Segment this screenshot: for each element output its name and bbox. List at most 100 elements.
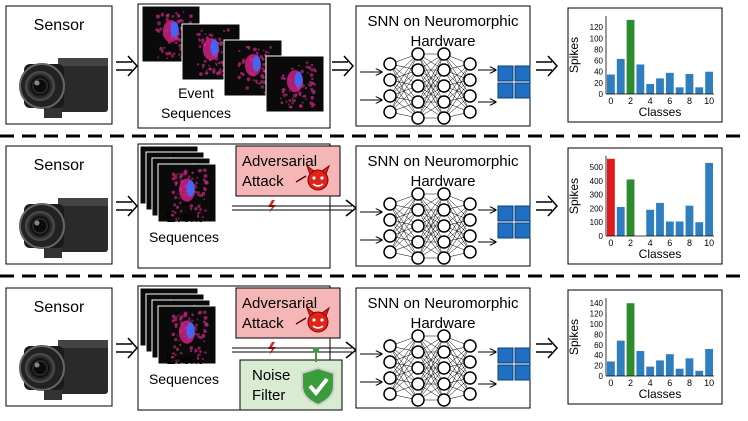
- x-tick-label: 8: [687, 238, 692, 248]
- y-tick-label: 400: [590, 177, 604, 186]
- y-tick-label: 0: [599, 90, 604, 99]
- snn-label-line1: SNN on Neuromorphic: [368, 153, 519, 170]
- chart-bar: [695, 222, 704, 236]
- chart-bar: [616, 58, 625, 94]
- y-tick-label: 20: [594, 362, 603, 371]
- sensor-label: Sensor: [34, 299, 85, 316]
- x-axis-label: Classes: [639, 105, 682, 119]
- chart-bar: [607, 361, 615, 376]
- events-label-line1: Event: [166, 351, 202, 367]
- y-tick-label: 60: [594, 57, 603, 66]
- shield-check-icon: [301, 366, 335, 407]
- chip-icon: [497, 65, 531, 99]
- x-tick-label: 0: [608, 378, 613, 388]
- chart-bar: [675, 368, 684, 376]
- x-tick-label: 0: [608, 96, 613, 106]
- camera-icon: [19, 58, 108, 118]
- chart-bar: [656, 360, 664, 376]
- neural-network-icon: [360, 187, 496, 265]
- y-axis-label: Spikes: [567, 178, 581, 214]
- x-tick-label: 4: [648, 238, 653, 248]
- snn-label-line2: Hardware: [410, 33, 475, 50]
- sensor-label: Sensor: [34, 157, 85, 174]
- chart-bar: [646, 83, 655, 94]
- chart-bar: [636, 351, 645, 376]
- chart-bar: [636, 64, 645, 94]
- devil-icon: [295, 164, 331, 191]
- pipeline-row: SensorEventSequencesAdversarialAttackNoi…: [5, 285, 723, 411]
- event-frame: [157, 305, 217, 365]
- y-tick-label: 300: [590, 191, 604, 200]
- events-label-line1: Event: [178, 85, 214, 101]
- x-tick-label: 4: [648, 378, 653, 388]
- y-tick-label: 500: [590, 163, 604, 172]
- chart-bar: [616, 207, 625, 236]
- attack-label-line1: Adversarial: [242, 153, 317, 170]
- filter-label-line2: Filter: [252, 387, 285, 404]
- y-tick-label: 40: [594, 351, 603, 360]
- chart-bar: [705, 71, 713, 94]
- x-tick-label: 10: [704, 378, 714, 388]
- chart-bar: [607, 158, 615, 236]
- camera-icon: [19, 340, 108, 400]
- camera-icon: [19, 198, 108, 258]
- chart-bar: [675, 87, 684, 94]
- x-tick-label: 8: [687, 378, 692, 388]
- y-axis-label: Spikes: [567, 319, 581, 355]
- y-tick-label: 60: [594, 341, 603, 350]
- chart-bar: [705, 348, 713, 376]
- x-tick-label: 2: [628, 238, 633, 248]
- x-tick-label: 6: [667, 378, 672, 388]
- x-axis-label: Classes: [639, 247, 682, 261]
- y-tick-label: 40: [594, 68, 603, 77]
- chart-bar: [616, 340, 625, 376]
- chart-bar: [665, 354, 674, 376]
- chip-icon: [497, 347, 531, 381]
- snn-label-line1: SNN on Neuromorphic: [368, 295, 519, 312]
- snn-label-line2: Hardware: [410, 315, 475, 332]
- x-tick-label: 6: [667, 96, 672, 106]
- y-tick-label: 100: [590, 218, 604, 227]
- chart-bar: [685, 358, 694, 376]
- chart-bar: [705, 162, 713, 236]
- chart-bar: [646, 209, 655, 236]
- y-tick-label: 0: [599, 232, 604, 241]
- attack-label-line2: Attack: [242, 315, 284, 332]
- chip-icon: [497, 205, 531, 239]
- sensor-label: Sensor: [34, 17, 85, 34]
- events-label-line2: Sequences: [149, 229, 219, 245]
- snn-label-line2: Hardware: [410, 173, 475, 190]
- neural-network-icon: [360, 47, 496, 125]
- x-tick-label: 10: [704, 96, 714, 106]
- chart-bar: [685, 205, 694, 236]
- chart-bar: [685, 73, 694, 94]
- chart-bar: [626, 303, 635, 376]
- devil-icon: [295, 306, 331, 333]
- x-axis-label: Classes: [639, 387, 682, 401]
- y-tick-label: 80: [594, 45, 603, 54]
- row-dividers: [0, 134, 748, 278]
- x-tick-label: 8: [687, 96, 692, 106]
- event-frame: [223, 39, 283, 97]
- event-frame: [265, 55, 325, 113]
- filter-label-line1: Noise: [252, 367, 290, 384]
- y-tick-label: 100: [590, 34, 604, 43]
- chart-bar: [695, 87, 704, 94]
- chart-bar: [656, 202, 664, 236]
- chart-bar: [665, 72, 674, 94]
- snn-label-line1: SNN on Neuromorphic: [368, 13, 519, 30]
- y-tick-label: 200: [590, 204, 604, 213]
- attack-label-line2: Attack: [242, 173, 284, 190]
- y-tick-label: 140: [590, 299, 604, 308]
- y-tick-label: 80: [594, 330, 603, 339]
- events-label-line1: Event: [166, 209, 202, 225]
- events-label-line2: Sequences: [149, 371, 219, 387]
- y-tick-label: 120: [590, 310, 604, 319]
- chart-bar: [607, 74, 615, 94]
